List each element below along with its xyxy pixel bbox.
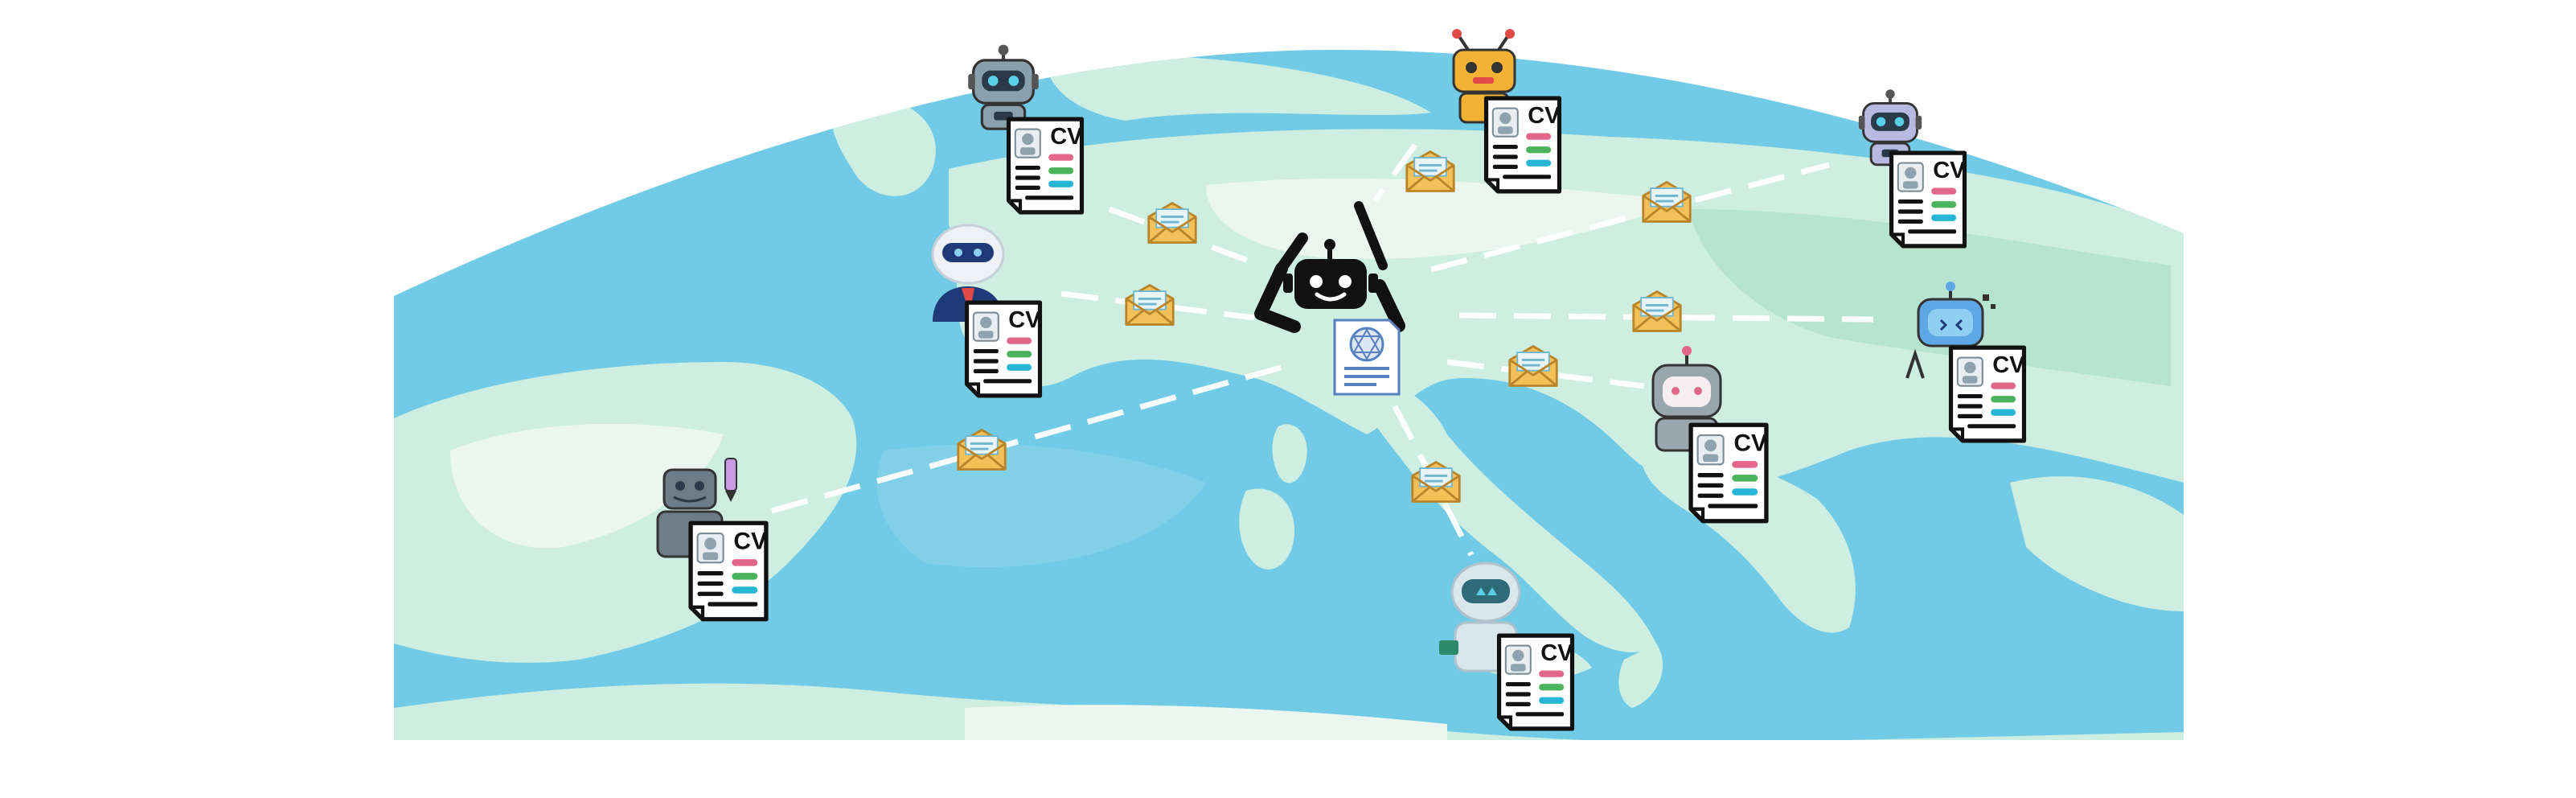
agent-east	[1905, 282, 2026, 441]
cv-document-icon	[967, 302, 1042, 396]
agent-south-west	[656, 458, 767, 619]
agent-west	[931, 224, 1042, 396]
neural-network-document-icon	[1333, 319, 1401, 396]
envelope-icon	[1632, 290, 1682, 332]
hub-robot-icon	[1254, 201, 1405, 336]
connector-east	[1458, 312, 1874, 323]
central-hub	[1254, 201, 1405, 396]
robot-blue-waving-icon	[1905, 282, 1996, 379]
envelope-icon	[1125, 284, 1175, 326]
cv-document-icon	[1951, 348, 2026, 441]
cv-document-icon	[691, 523, 767, 619]
cv-document-icon	[1009, 119, 1084, 212]
agent-north	[1452, 29, 1561, 191]
agent-south	[1439, 561, 1574, 729]
envelope-icon	[1508, 345, 1558, 387]
cv-document-icon	[1892, 153, 1967, 246]
connector-north-east	[1430, 162, 1830, 273]
robot-yellow-icon	[1452, 29, 1516, 124]
envelope-icon	[1405, 150, 1455, 192]
envelope-icon	[957, 429, 1007, 471]
agent-south-east	[1651, 346, 1767, 521]
cv-document-icon	[1499, 636, 1574, 729]
connector-south-east	[1446, 359, 1645, 389]
envelope-icon	[1147, 202, 1197, 244]
connector-south-west	[771, 363, 1287, 514]
connector-west	[1060, 290, 1255, 321]
europe-map	[394, 50, 2184, 740]
envelope-icon	[1411, 461, 1461, 503]
cv-document-icon	[1691, 425, 1767, 520]
connector-north	[1372, 142, 1417, 204]
cv-document-icon	[1487, 98, 1561, 191]
envelope-icon	[1642, 181, 1692, 223]
